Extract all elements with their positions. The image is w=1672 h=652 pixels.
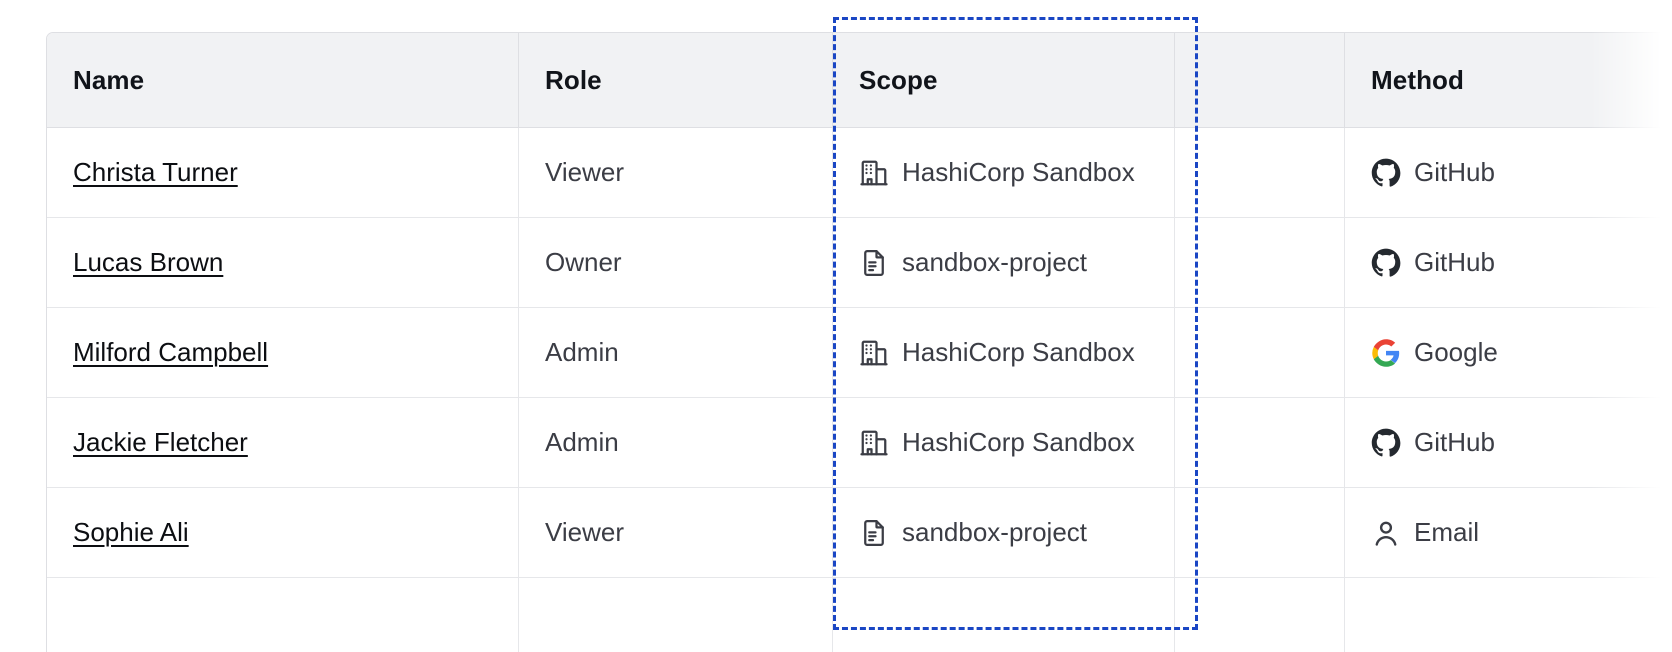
cell-blank	[1175, 128, 1345, 218]
role-label: Owner	[545, 247, 622, 277]
role-label: Viewer	[545, 157, 625, 187]
column-header-role[interactable]: Role	[519, 33, 833, 128]
member-name-link[interactable]: Christa Turner	[73, 157, 238, 187]
google-icon	[1372, 338, 1400, 367]
table-row[interactable]: Sophie Ali Viewer sandbox-project Email	[47, 488, 1672, 578]
cell-tail	[1665, 308, 1672, 398]
table-row[interactable]	[47, 578, 1672, 652]
cell-method: GitHub	[1345, 128, 1665, 218]
project-document-icon	[864, 519, 884, 546]
table-row[interactable]: Jackie Fletcher Admin HashiCorp Sandbox G…	[47, 398, 1672, 488]
scope-label: HashiCorp Sandbox	[902, 157, 1135, 187]
cell-role: Admin	[519, 308, 833, 398]
method-label: GitHub	[1414, 247, 1495, 277]
column-header-method[interactable]: Method	[1345, 33, 1665, 128]
cell-tail	[1665, 488, 1672, 578]
cell-role: Admin	[519, 398, 833, 488]
cell-scope: HashiCorp Sandbox	[833, 308, 1175, 398]
cell-role: Viewer	[519, 488, 833, 578]
member-name-link[interactable]: Jackie Fletcher	[73, 427, 248, 457]
cell-method: GitHub	[1345, 398, 1665, 488]
cell-tail	[1665, 128, 1672, 218]
cell-blank	[1175, 578, 1345, 652]
github-icon	[1371, 428, 1401, 457]
method-label: Email	[1414, 517, 1480, 547]
cell-tail	[1665, 578, 1672, 652]
project-document-icon	[864, 249, 884, 276]
cell-blank	[1175, 218, 1345, 308]
cell-name	[47, 578, 519, 652]
cell-method: Email	[1345, 488, 1665, 578]
member-name-link[interactable]: Milford Campbell	[73, 337, 269, 367]
column-header-tail	[1665, 33, 1672, 128]
cell-scope: sandbox-project	[833, 488, 1175, 578]
cell-role: Owner	[519, 218, 833, 308]
table-row[interactable]: Lucas Brown Owner sandbox-project GitHub	[47, 218, 1672, 308]
scope-label: HashiCorp Sandbox	[902, 337, 1135, 367]
role-label: Viewer	[545, 517, 625, 547]
role-label: Admin	[545, 427, 619, 457]
method-label: Google	[1414, 337, 1498, 367]
cell-blank	[1175, 308, 1345, 398]
cell-scope	[833, 578, 1175, 652]
cell-role	[519, 578, 833, 652]
table-row[interactable]: Christa Turner Viewer HashiCorp Sandbox G…	[47, 128, 1672, 218]
organization-icon	[860, 160, 888, 185]
cell-scope: sandbox-project	[833, 218, 1175, 308]
method-label: GitHub	[1414, 427, 1495, 457]
method-label: GitHub	[1414, 157, 1495, 187]
user-icon	[1375, 521, 1397, 546]
cell-scope: HashiCorp Sandbox	[833, 398, 1175, 488]
table-header-row: Name Role Scope Method	[47, 33, 1672, 128]
column-header-scope[interactable]: Scope	[833, 33, 1175, 128]
cell-tail	[1665, 398, 1672, 488]
scope-label: sandbox-project	[902, 517, 1087, 547]
organization-icon	[860, 340, 888, 365]
cell-name: Christa Turner	[47, 128, 519, 218]
cell-name: Jackie Fletcher	[47, 398, 519, 488]
cell-method: GitHub	[1345, 218, 1665, 308]
member-name-link[interactable]: Sophie Ali	[73, 517, 189, 547]
cell-name: Sophie Ali	[47, 488, 519, 578]
role-label: Admin	[545, 337, 619, 367]
column-header-blank	[1175, 33, 1345, 128]
column-header-name[interactable]: Name	[47, 33, 519, 128]
cell-role: Viewer	[519, 128, 833, 218]
cell-method: Google	[1345, 308, 1665, 398]
github-icon	[1371, 158, 1401, 187]
cell-tail	[1665, 218, 1672, 308]
cell-name: Lucas Brown	[47, 218, 519, 308]
cell-name: Milford Campbell	[47, 308, 519, 398]
scope-label: sandbox-project	[902, 247, 1087, 277]
github-icon	[1371, 248, 1401, 277]
table-header: Name Role Scope Method	[47, 33, 1672, 128]
cell-scope: HashiCorp Sandbox	[833, 128, 1175, 218]
cell-method	[1345, 578, 1665, 652]
member-name-link[interactable]: Lucas Brown	[73, 247, 224, 277]
organization-icon	[860, 430, 888, 455]
cell-blank	[1175, 488, 1345, 578]
scope-label: HashiCorp Sandbox	[902, 427, 1135, 457]
cell-blank	[1175, 398, 1345, 488]
